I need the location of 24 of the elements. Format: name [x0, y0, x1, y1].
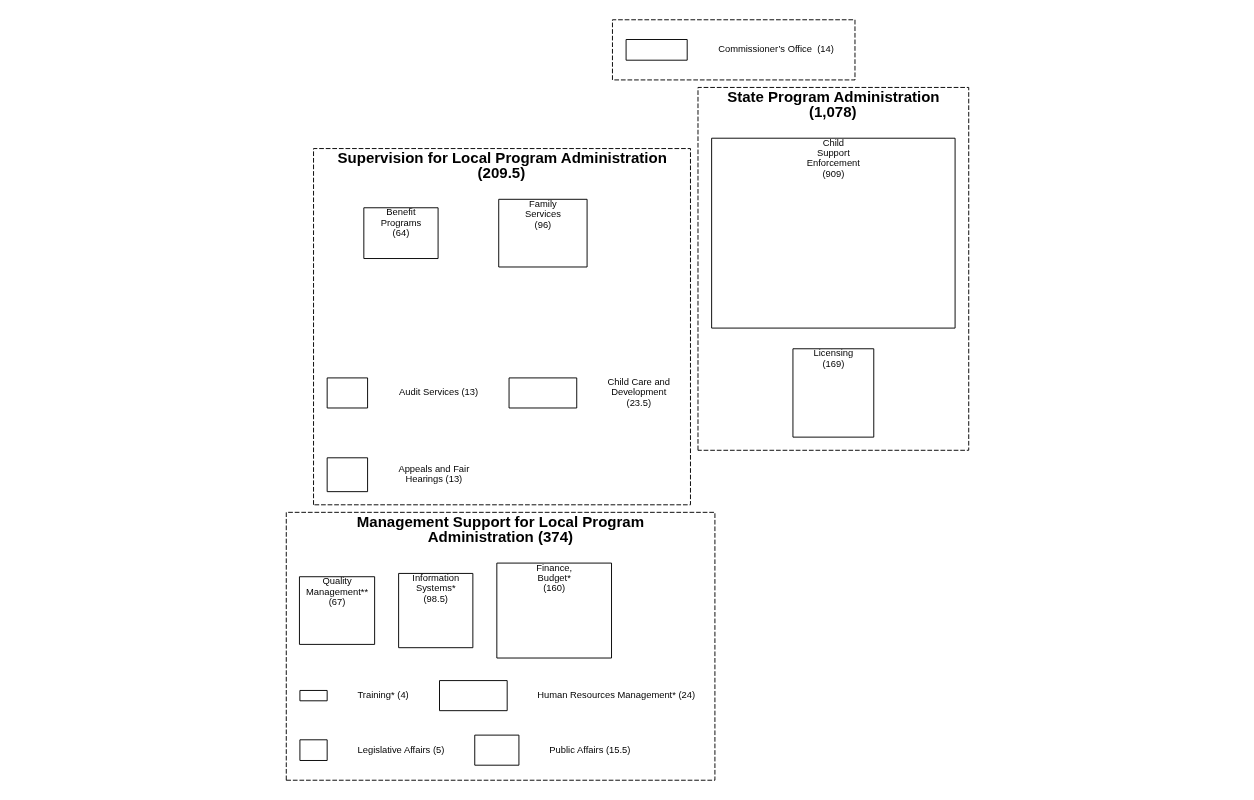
node-label: Audit Services (13) — [398, 386, 478, 398]
node-box — [473, 734, 519, 766]
node-label: Appeals and Fair Hearings (13) — [397, 462, 469, 485]
node-label: Legislative Affairs (5) — [357, 743, 444, 755]
node-box — [438, 680, 508, 712]
cluster — [611, 19, 855, 81]
node-label: Commissioner’s Office (14) — [717, 43, 834, 55]
node-label: Public Affairs (15.5) — [548, 743, 630, 755]
node-box — [298, 739, 328, 761]
node-box: Family Services (96) — [497, 198, 588, 268]
node-box — [625, 39, 688, 61]
node-box: Finance, Budget* (160) — [495, 562, 612, 659]
node-box: Benefit Programs (64) — [362, 207, 439, 259]
node-box: Child Support Enforcement (909) — [710, 137, 956, 329]
node-box — [326, 457, 368, 493]
node-box — [508, 377, 577, 409]
node-box: Licensing (169) — [791, 348, 874, 438]
node-box — [298, 690, 328, 702]
node-box — [326, 377, 368, 409]
node-box: Information Systems* (98.5) — [397, 572, 473, 649]
node-label: Human Resources Management* (24) — [536, 688, 695, 700]
node-label: Child Care and Development (23.5) — [607, 375, 670, 408]
node-box: Quality Management** (67) — [298, 576, 375, 645]
node-label: Training* (4) — [356, 688, 409, 700]
